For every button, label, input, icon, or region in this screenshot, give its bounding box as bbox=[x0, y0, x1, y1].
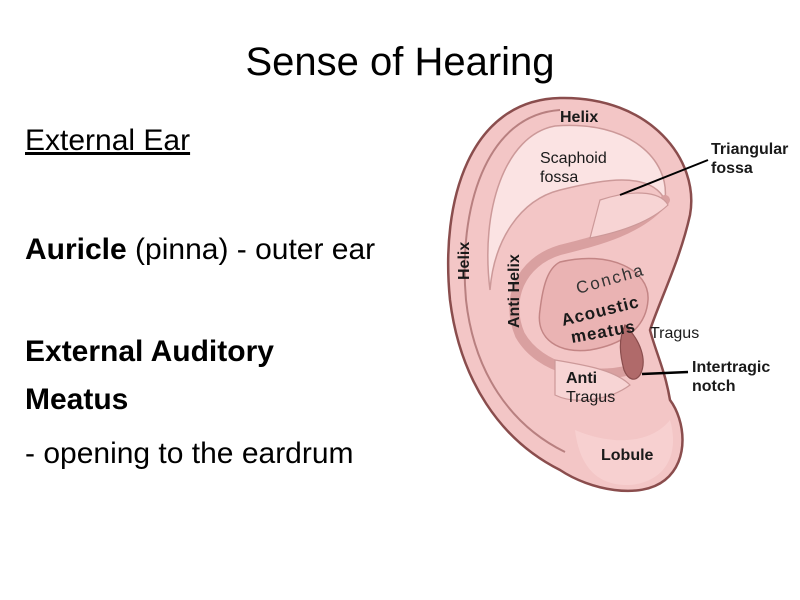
slide-title: Sense of Hearing bbox=[245, 40, 555, 84]
label-triangular-line2: fossa bbox=[711, 160, 753, 177]
helix-inner-line bbox=[463, 109, 566, 453]
meatus-term-line1: External Auditory bbox=[25, 335, 274, 368]
ear-canal-shape bbox=[619, 323, 644, 380]
label-anti-tragus-line1: Anti bbox=[566, 370, 597, 387]
triangular-fossa-shape bbox=[589, 192, 669, 239]
concha-shape bbox=[538, 257, 649, 352]
label-scaphoid-line1: Scaphoid bbox=[540, 150, 607, 167]
lobule-shading bbox=[575, 420, 674, 486]
meatus-definition: - opening to the eardrum bbox=[25, 437, 354, 470]
auricle-line: Auricle (pinna) - outer ear bbox=[25, 226, 375, 274]
auricle-definition: (pinna) - outer ear bbox=[126, 233, 376, 266]
label-anti-helix: Anti Helix bbox=[506, 254, 523, 328]
scaphoid-fossa-shape bbox=[487, 124, 667, 291]
meatus-term-line2: Meatus bbox=[25, 383, 129, 416]
label-anti-tragus-line2: Tragus bbox=[566, 389, 615, 406]
label-scaphoid-line2: fossa bbox=[540, 169, 578, 186]
label-tragus: Tragus bbox=[650, 325, 699, 342]
label-helix-top: Helix bbox=[560, 109, 598, 126]
label-intertragic-line2: notch bbox=[692, 378, 736, 395]
antitragus-shape bbox=[554, 359, 631, 401]
label-triangular-line1: Triangular bbox=[711, 141, 788, 158]
label-helix-side: Helix bbox=[456, 242, 473, 280]
label-intertragic-line1: Intertragic bbox=[692, 359, 770, 376]
intertragic-notch-pointer bbox=[641, 370, 689, 376]
triangular-fossa-pointer bbox=[619, 159, 709, 196]
label-lobule: Lobule bbox=[601, 447, 654, 464]
slide-subtitle: External Ear bbox=[25, 124, 191, 157]
auricle-term: Auricle bbox=[25, 233, 127, 266]
